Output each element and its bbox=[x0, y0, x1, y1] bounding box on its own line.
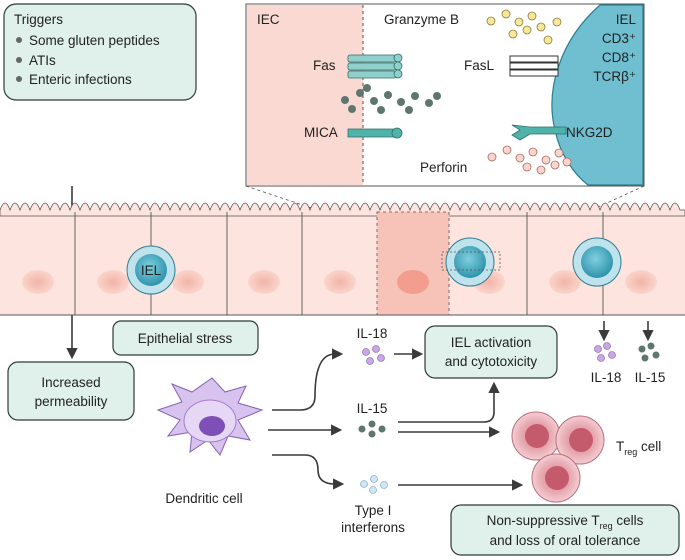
iel-activation-line1: IEL activation bbox=[451, 335, 532, 350]
iel-cell-label: IEL bbox=[141, 263, 162, 278]
marker-cd8: CD8⁺ bbox=[602, 50, 636, 65]
bullet-icon bbox=[16, 57, 22, 63]
fasl-label: FasL bbox=[464, 58, 495, 73]
epithelium-layer: IEL bbox=[0, 202, 685, 316]
zoom-box bbox=[441, 251, 501, 271]
il15-dots bbox=[358, 420, 386, 438]
mica-label: MICA bbox=[304, 125, 338, 140]
granzyme-dots bbox=[486, 9, 562, 45]
permeability-line1: Increased bbox=[41, 375, 100, 390]
epithelial-stress-label: Epithelial stress bbox=[138, 331, 233, 346]
marker-cd3: CD3⁺ bbox=[602, 31, 636, 46]
inset-iec-label: IEC bbox=[257, 12, 280, 27]
trigger-item-atis: ATIs bbox=[29, 53, 56, 68]
iec-nuclei bbox=[22, 270, 657, 294]
il18-path-arrow bbox=[272, 348, 344, 411]
perforin-label: Perforin bbox=[420, 160, 467, 175]
out-il15-label: IL-15 bbox=[635, 370, 666, 385]
treg-cells-icon bbox=[511, 411, 605, 503]
dying-iec bbox=[376, 211, 450, 316]
fas-label: Fas bbox=[313, 58, 336, 73]
epithelial-stress-box: Epithelial stress bbox=[112, 320, 259, 356]
inset-iel-region bbox=[551, 4, 644, 186]
il18-dots bbox=[362, 345, 385, 365]
marker-tcrb: TCRβ⁺ bbox=[593, 69, 636, 84]
iel-activation-line2: and cytotoxicity bbox=[445, 354, 538, 369]
cytotoxic-granule-dots bbox=[341, 84, 441, 114]
il15-to-activation-arrow bbox=[398, 381, 500, 423]
dendritic-cell-label: Dendritic cell bbox=[165, 491, 242, 506]
type1-path-arrow bbox=[272, 454, 345, 490]
fasl-ligand-icon bbox=[509, 55, 559, 77]
nkg2d-label: NKG2D bbox=[566, 125, 613, 140]
mica-molecule-icon bbox=[347, 127, 403, 139]
il15-label: IL-15 bbox=[357, 401, 388, 416]
trigger-item-infections: Enteric infections bbox=[29, 72, 132, 87]
type1-label-line1: Type I bbox=[355, 503, 392, 518]
triggers-box: Triggers Some gluten peptides ATIs Enter… bbox=[3, 3, 197, 101]
perforin-dots bbox=[487, 145, 572, 175]
type1-ifn-dots bbox=[360, 475, 388, 494]
triggers-title: Triggers bbox=[14, 12, 63, 27]
triggers-box-frame bbox=[3, 3, 197, 101]
granzyme-label: Granzyme B bbox=[384, 12, 459, 27]
inset-iel-label: IEL bbox=[616, 12, 637, 27]
microvilli bbox=[0, 202, 685, 217]
il18-label: IL-18 bbox=[357, 326, 388, 341]
permeability-box: Increased permeability bbox=[7, 361, 135, 421]
inset-iec-region bbox=[247, 5, 363, 185]
iel-cell-middle bbox=[445, 237, 495, 287]
inset-panel: IEC IEL CD3⁺ CD8⁺ TCRβ⁺ Granzyme B Fas F… bbox=[245, 3, 645, 187]
permeability-line2: permeability bbox=[35, 394, 108, 409]
il18-out-dots bbox=[594, 342, 616, 362]
bullet-icon bbox=[16, 37, 22, 43]
non-suppressive-line2: and loss of oral tolerance bbox=[490, 533, 641, 548]
dendritic-cell-icon bbox=[156, 377, 264, 456]
il15-out-dots bbox=[638, 342, 660, 362]
type1-label-line2: interferons bbox=[341, 520, 405, 535]
fas-receptor-icon bbox=[347, 53, 403, 79]
nkg2d-receptor-icon bbox=[511, 124, 567, 141]
out-il18-label: IL-18 bbox=[591, 370, 622, 385]
epithelium-band bbox=[0, 210, 685, 315]
treg-label: Treg cell bbox=[616, 439, 661, 457]
bullet-icon bbox=[16, 76, 22, 82]
non-suppressive-box: Non-suppressive Treg cells and loss of o… bbox=[450, 504, 680, 556]
non-suppressive-line1: Non-suppressive Treg cells bbox=[487, 513, 644, 531]
iel-cell-right bbox=[572, 237, 622, 287]
iel-cell-left: IEL bbox=[126, 245, 176, 295]
trigger-item-gluten: Some gluten peptides bbox=[29, 33, 160, 48]
iel-activation-box: IEL activation and cytotoxicity bbox=[424, 325, 558, 379]
